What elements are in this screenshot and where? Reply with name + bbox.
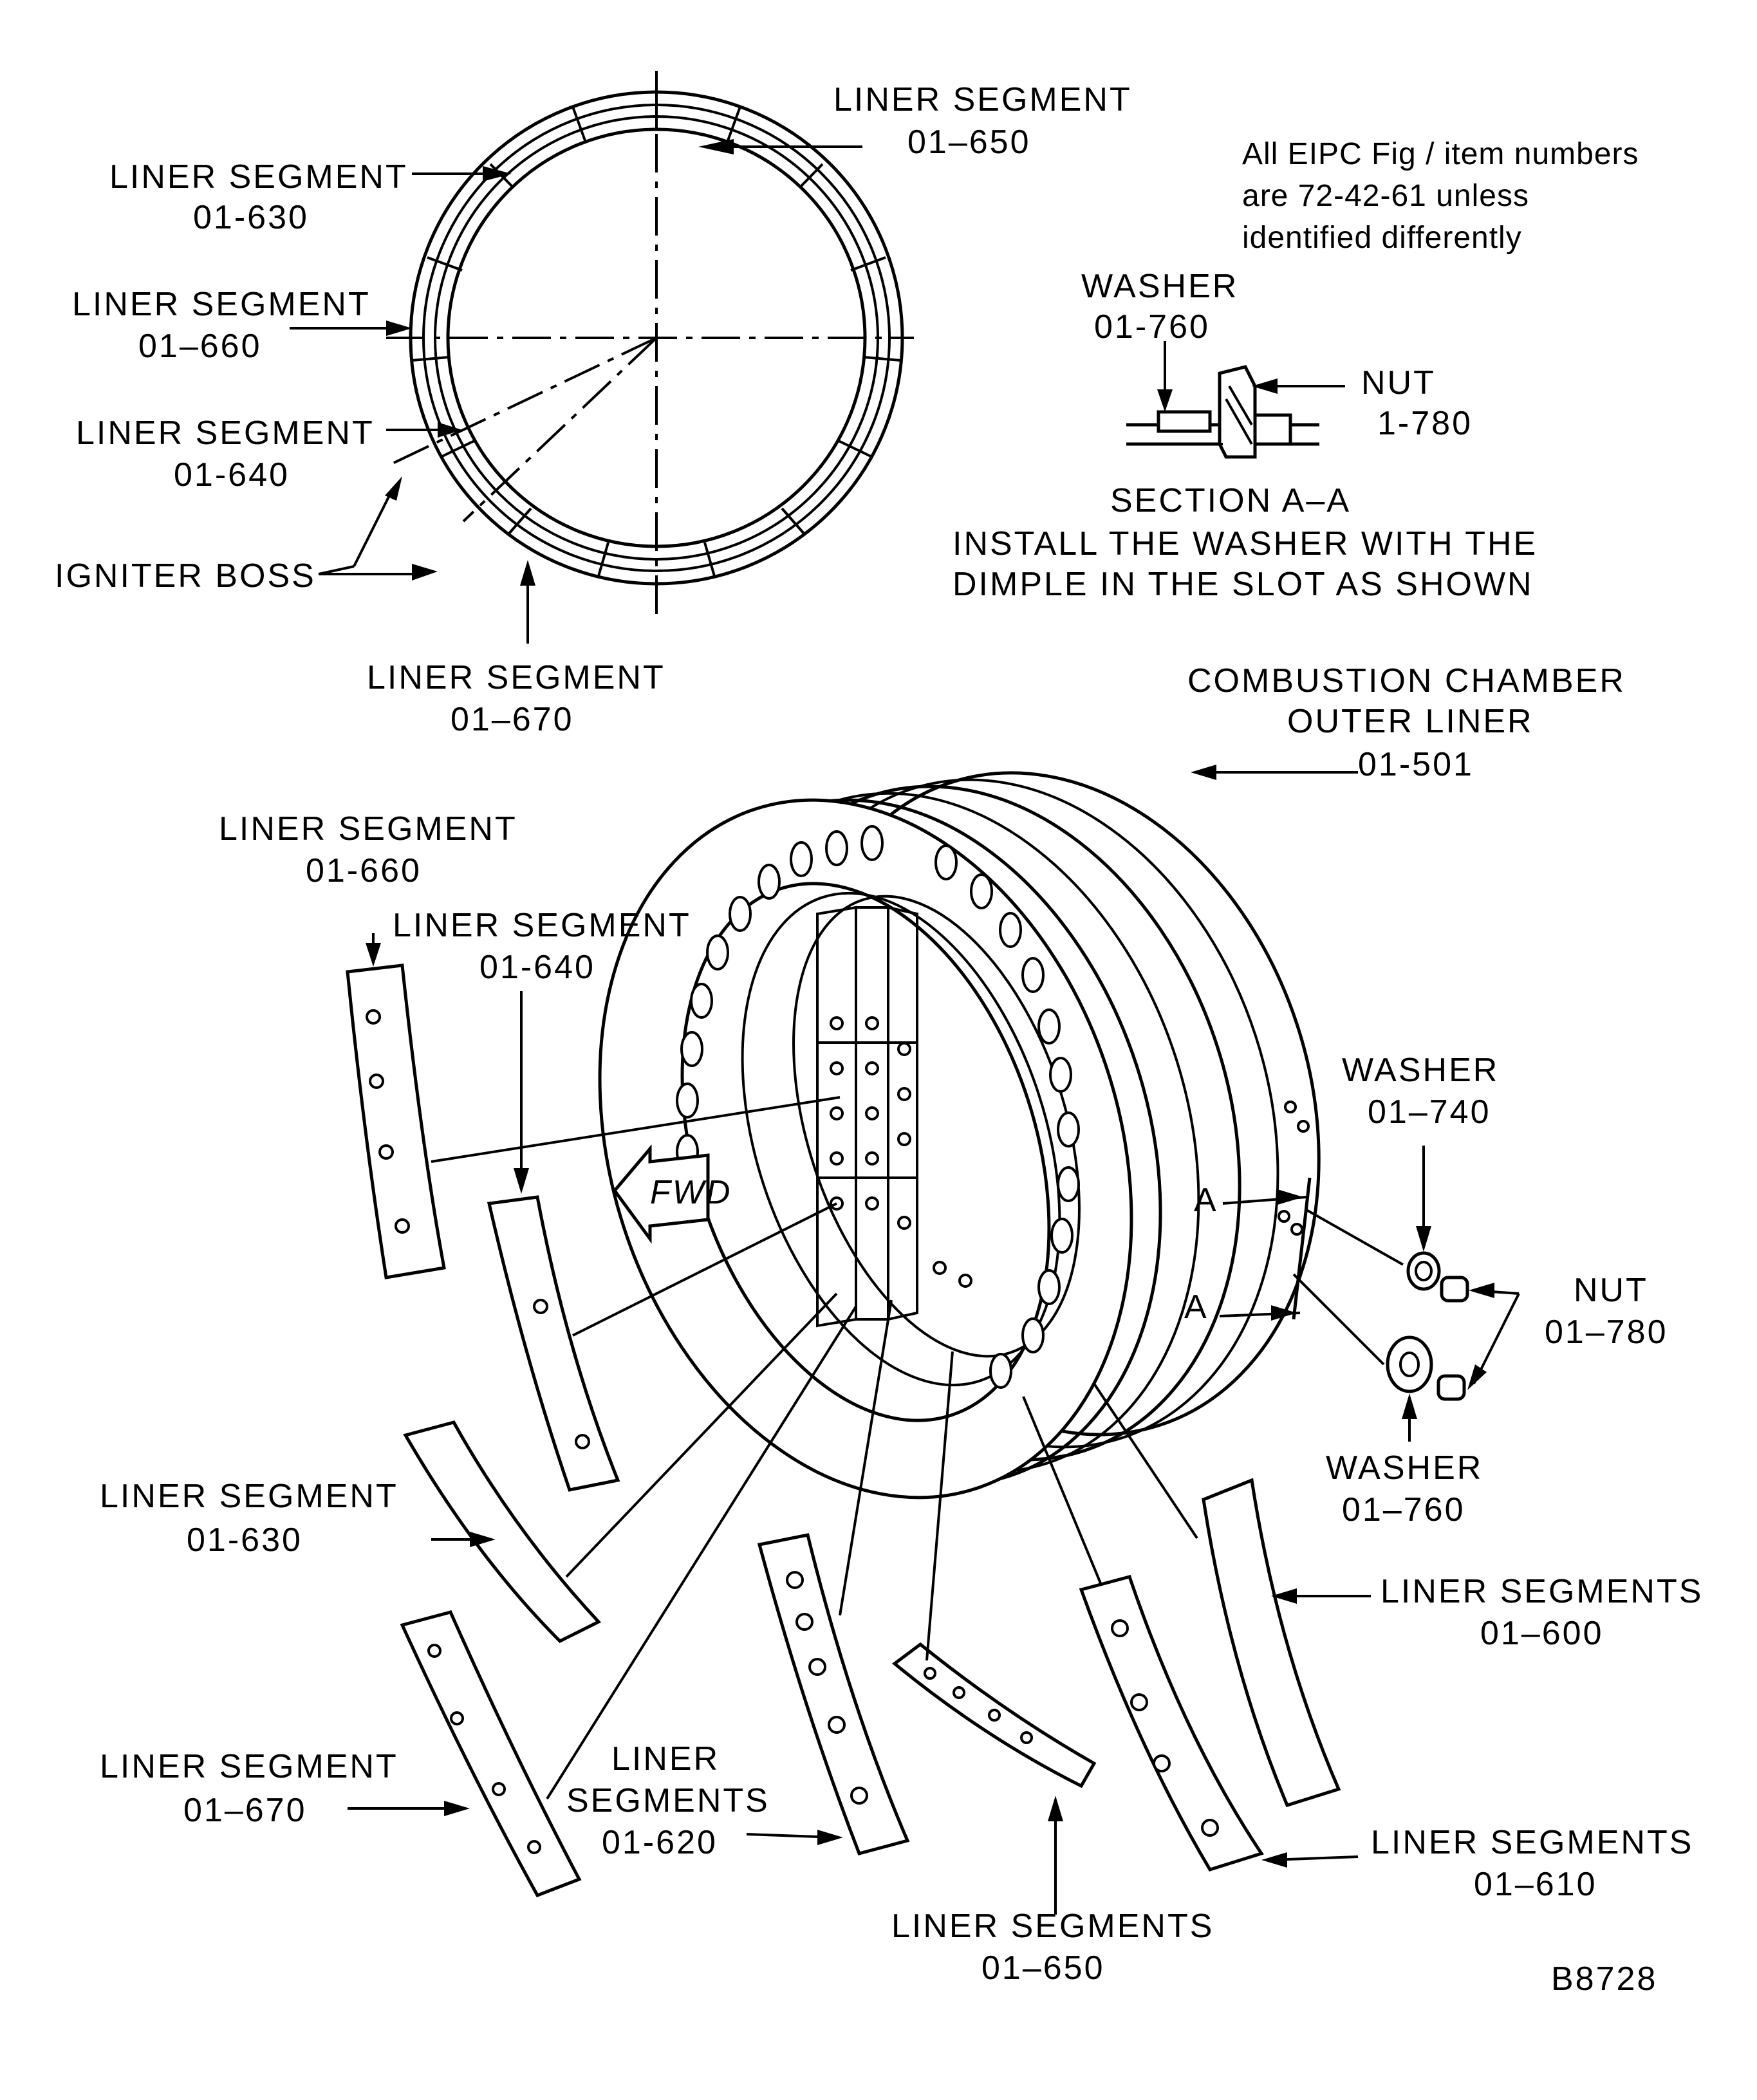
svg-text:LINER SEGMENTS: LINER SEGMENTS: [1380, 1573, 1703, 1610]
svg-text:01–650: 01–650: [981, 1949, 1105, 1987]
fwd-label: FWD: [650, 1174, 732, 1211]
label-liners-610: LINER SEGMENTS 01–610: [1371, 1824, 1693, 1903]
label-liner-660: LINER SEGMENT 01-660: [219, 810, 517, 889]
label-liner-640: LINER SEGMENT 01-640: [393, 907, 691, 986]
svg-text:LINER SEGMENT: LINER SEGMENT: [72, 286, 371, 323]
svg-text:01-640: 01-640: [479, 949, 595, 986]
svg-text:LINER SEGMENTS: LINER SEGMENTS: [1371, 1824, 1693, 1861]
section-mark-a-lower: A: [1184, 1288, 1209, 1326]
svg-text:LINER SEGMENT: LINER SEGMENT: [100, 1478, 398, 1515]
section-mark-a-upper: A: [1194, 1182, 1218, 1219]
exploded-segment-670: [348, 1305, 857, 1898]
svg-text:LINER SEGMENT: LINER SEGMENT: [76, 414, 375, 452]
svg-text:LINER SEGMENT: LINER SEGMENT: [393, 907, 691, 944]
install-note: INSTALL THE WASHER WITH THE DIMPLE IN TH…: [953, 525, 1538, 603]
label-liner-630: LINER SEGMENT 01-630: [100, 1478, 398, 1559]
label-liner-670: LINER SEGMENT 01–670: [100, 1748, 398, 1829]
exploded-segment-640: [487, 991, 837, 1492]
svg-text:01-501: 01-501: [1358, 746, 1474, 783]
svg-text:1-780: 1-780: [1377, 405, 1473, 442]
nut-780-label: NUT 01–780: [1545, 1272, 1668, 1351]
svg-text:LINER SEGMENT: LINER SEGMENT: [367, 659, 665, 696]
svg-text:LINER SEGMENT: LINER SEGMENT: [109, 158, 408, 196]
svg-text:WASHER: WASHER: [1081, 268, 1238, 305]
label-liners-650: LINER SEGMENTS 01–650: [891, 1908, 1214, 1987]
svg-text:COMBUSTION CHAMBER: COMBUSTION CHAMBER: [1187, 662, 1626, 700]
label-liners-620: LINER SEGMENTS 01-620: [566, 1740, 770, 1861]
svg-text:01–740: 01–740: [1368, 1093, 1491, 1131]
svg-text:01–670: 01–670: [183, 1792, 307, 1829]
figure-id: B8728: [1551, 1960, 1657, 1998]
svg-text:All EIPC Fig / item numbers: All EIPC Fig / item numbers: [1242, 137, 1639, 171]
segment-joints: [411, 92, 902, 577]
ring-end-view: [290, 71, 914, 644]
svg-text:NUT: NUT: [1361, 364, 1436, 402]
top-label-liner-640: LINER SEGMENT 01-640: [76, 414, 375, 494]
svg-text:01-620: 01-620: [602, 1824, 718, 1861]
washer-740-label: WASHER 01–740: [1342, 1052, 1499, 1131]
top-label-liner-670: LINER SEGMENT 01–670: [367, 659, 665, 738]
svg-text:01–610: 01–610: [1474, 1866, 1597, 1903]
svg-text:LINER SEGMENT: LINER SEGMENT: [219, 810, 517, 848]
label-liners-600: LINER SEGMENTS 01–600: [1380, 1573, 1703, 1652]
svg-text:identified differently: identified differently: [1242, 221, 1522, 255]
nut-upper-part: [1440, 1276, 1469, 1303]
svg-text:LINER SEGMENTS: LINER SEGMENTS: [891, 1908, 1214, 1945]
section-washer-label: WASHER 01-760: [1081, 268, 1238, 346]
svg-text:OUTER LINER: OUTER LINER: [1287, 703, 1534, 740]
svg-text:01-660: 01-660: [306, 852, 422, 889]
svg-text:01–650: 01–650: [907, 124, 1031, 161]
svg-text:01-760: 01-760: [1094, 308, 1210, 346]
outer-liner-label: COMBUSTION CHAMBER OUTER LINER 01-501: [1187, 662, 1626, 783]
svg-text:LINER: LINER: [611, 1740, 720, 1778]
fwd-arrow: [612, 1144, 710, 1244]
svg-text:NUT: NUT: [1574, 1272, 1648, 1309]
svg-text:01-630: 01-630: [187, 1521, 302, 1559]
svg-text:WASHER: WASHER: [1326, 1449, 1483, 1487]
general-note: All EIPC Fig / item numbers are 72-42-61…: [1242, 137, 1639, 255]
exploded-segment-620: [746, 1299, 910, 1855]
svg-text:01-640: 01-640: [174, 456, 290, 494]
flange-holes: [676, 825, 1080, 1389]
svg-text:are 72-42-61 unless: are 72-42-61 unless: [1242, 179, 1529, 213]
section-title: SECTION A–A: [1110, 482, 1351, 519]
exploded-segment-630: [403, 1292, 838, 1644]
svg-text:01–660: 01–660: [138, 328, 262, 365]
exploded-segment-660: [346, 933, 841, 1279]
outer-liner-assembly: [598, 765, 1358, 1500]
igniter-boss-label: IGNITER BOSS: [55, 557, 316, 595]
top-label-liner-660: LINER SEGMENT 01–660: [72, 286, 371, 365]
exploded-segment-610: [1022, 1396, 1359, 1872]
exploded-segment-650: [891, 1351, 1097, 1915]
svg-text:DIMPLE IN THE SLOT AS SHOWN: DIMPLE IN THE SLOT AS SHOWN: [953, 566, 1534, 603]
svg-text:LINER SEGMENT: LINER SEGMENT: [100, 1748, 398, 1785]
svg-text:LINER SEGMENT: LINER SEGMENT: [833, 81, 1132, 118]
exploded-segment-600: [1093, 1382, 1371, 1808]
washer-760-label: WASHER 01–760: [1326, 1449, 1483, 1529]
svg-text:01–600: 01–600: [1480, 1615, 1604, 1652]
top-label-liner-630: LINER SEGMENT 01-630: [109, 158, 408, 236]
svg-text:01–670: 01–670: [451, 701, 574, 738]
nut-lower-part: [1436, 1374, 1466, 1401]
svg-text:WASHER: WASHER: [1342, 1052, 1499, 1089]
svg-text:01-630: 01-630: [193, 199, 309, 236]
section-nut-label: NUT 1-780: [1361, 364, 1473, 442]
svg-text:01–780: 01–780: [1545, 1314, 1668, 1351]
section-a-a-detail: [1126, 341, 1345, 459]
top-label-liner-650: LINER SEGMENT 01–650: [833, 81, 1132, 161]
svg-text:01–760: 01–760: [1342, 1491, 1465, 1529]
exploded-hardware: [1292, 1146, 1520, 1442]
svg-text:SEGMENTS: SEGMENTS: [566, 1782, 770, 1819]
svg-text:INSTALL THE WASHER WITH THE: INSTALL THE WASHER WITH THE: [953, 525, 1538, 562]
